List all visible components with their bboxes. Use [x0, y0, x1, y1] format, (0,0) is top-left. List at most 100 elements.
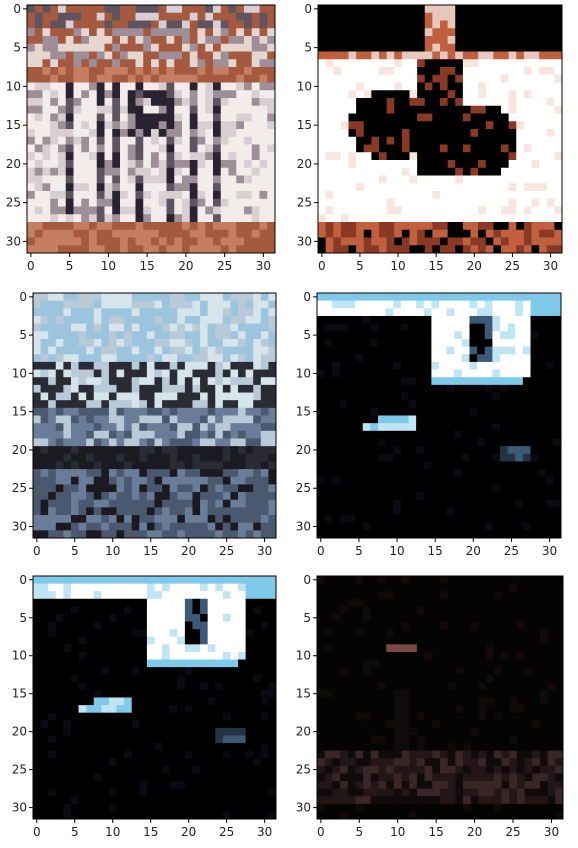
pixel-cell [524, 214, 532, 222]
pixel-cell [246, 408, 254, 416]
pixel-cell [431, 438, 439, 446]
pixel-cell [425, 222, 433, 230]
pixel-cell [431, 408, 439, 416]
pixel-cell [349, 199, 357, 207]
pixel-grid [27, 5, 275, 253]
pixel-cell [252, 230, 260, 238]
pixel-cell [431, 507, 439, 515]
pixel-cell [508, 523, 516, 531]
pixel-cell [159, 44, 167, 52]
pixel-cell [554, 129, 562, 137]
pixel-cell [546, 347, 554, 355]
pixel-cell [213, 245, 221, 253]
pixel-cell [370, 377, 378, 385]
pixel-cell [524, 114, 532, 122]
pixel-cell [182, 44, 190, 52]
pixel-cell [440, 152, 448, 160]
pixel-cell [523, 301, 531, 309]
pixel-cell [402, 98, 410, 106]
pixel-cell [378, 431, 386, 439]
pixel-cell [97, 168, 105, 176]
pixel-cell [485, 484, 493, 492]
pixel-cell [546, 316, 554, 324]
pixel-cell [120, 36, 128, 44]
pixel-cell [43, 59, 51, 67]
pixel-cell [554, 59, 562, 67]
pixel-cell [215, 629, 223, 637]
pixel-cell [124, 629, 132, 637]
pixel-cell [213, 152, 221, 160]
pixel-cell [455, 67, 463, 75]
pixel-cell [424, 308, 432, 316]
pixel-cell [35, 114, 43, 122]
pixel-cell [355, 438, 363, 446]
pixel-cell [267, 90, 275, 98]
pixel-cell [356, 183, 364, 191]
pixel-cell [531, 530, 539, 538]
pixel-cell [416, 500, 424, 508]
pixel-cell [151, 28, 159, 36]
pixel-cell [471, 245, 479, 253]
pixel-cell [94, 660, 102, 668]
pixel-cell [236, 44, 244, 52]
pixel-cell [182, 13, 190, 21]
pixel-cell [448, 90, 456, 98]
pixel-cell [246, 530, 254, 538]
pixel-cell [463, 28, 471, 36]
pixel-cell [246, 690, 254, 698]
pixel-cell [43, 207, 51, 215]
pixel-cell [432, 21, 440, 29]
pixel-cell [162, 408, 170, 416]
pixel-cell [554, 191, 562, 199]
pixel-cell [386, 393, 394, 401]
pixel-cell [455, 168, 463, 176]
pixel-cell [432, 160, 440, 168]
pixel-cell [86, 347, 94, 355]
pixel-cell [200, 637, 208, 645]
pixel-cell [162, 308, 170, 316]
pixel-cell [136, 28, 144, 36]
pixel-cell [409, 393, 417, 401]
pixel-cell [454, 393, 462, 401]
pixel-cell [515, 530, 523, 538]
pixel-cell [341, 83, 349, 91]
pixel-cell [208, 354, 216, 362]
pixel-cell [501, 114, 509, 122]
pixel-cell [238, 720, 246, 728]
pixel-cell [462, 492, 470, 500]
pixel-cell [117, 492, 125, 500]
pixel-cell [340, 377, 348, 385]
y-tick-label: 30 [297, 234, 312, 248]
pixel-cell [79, 507, 87, 515]
pixel-cell [43, 5, 51, 13]
pixel-cell [174, 28, 182, 36]
pixel-cell [493, 137, 501, 145]
pixel-cell [539, 207, 547, 215]
pixel-cell [492, 530, 500, 538]
pixel-cell [33, 720, 41, 728]
pixel-cell [409, 423, 417, 431]
pixel-cell [318, 168, 326, 176]
pixel-cell [326, 44, 334, 52]
pixel-cell [117, 393, 125, 401]
pixel-cell [318, 13, 326, 21]
pixel-cell [246, 377, 254, 385]
x-tick-label: 0 [33, 544, 41, 558]
pixel-cell [554, 183, 562, 191]
pixel-cell [238, 347, 246, 355]
pixel-cell [124, 720, 132, 728]
pixel-cell [89, 98, 97, 106]
pixel-cell [215, 377, 223, 385]
pixel-cell [531, 438, 539, 446]
pixel-cell [486, 230, 494, 238]
pixel-cell [177, 301, 185, 309]
pixel-cell [132, 606, 140, 614]
pixel-cell [182, 152, 190, 160]
pixel-cell [63, 431, 71, 439]
pixel-cell [409, 362, 417, 370]
pixel-cell [132, 446, 140, 454]
pixel-cell [378, 515, 386, 523]
pixel-cell [208, 416, 216, 424]
pixel-cell [238, 308, 246, 316]
pixel-cell [86, 507, 94, 515]
